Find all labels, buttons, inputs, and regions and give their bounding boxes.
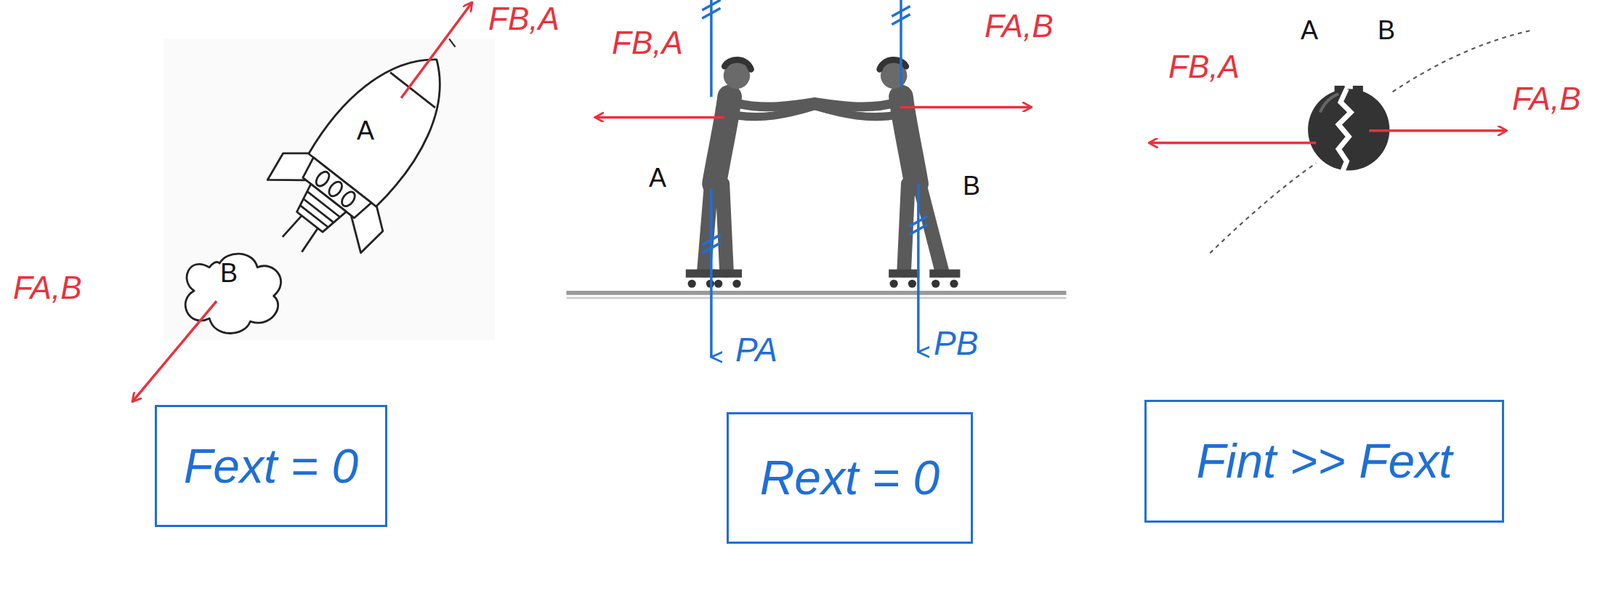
floor (566, 290, 1067, 296)
force-label: FA,B (1512, 81, 1582, 117)
skater-figure (685, 59, 815, 288)
force-label: FB,A (611, 25, 684, 61)
condition-box: Fext = 0 (154, 404, 388, 527)
condition-text: Rext = 0 (760, 451, 941, 505)
floor (566, 296, 1067, 299)
force-arrow (401, 2, 472, 99)
force-arrow (1368, 129, 1506, 133)
force-label: FB,A (488, 1, 560, 37)
force-label: FB,A (1168, 49, 1240, 85)
condition-text: Fext = 0 (183, 439, 359, 493)
skater-figure (815, 59, 960, 288)
part-label: A (648, 163, 667, 193)
condition-box: Fint >> Fext (1144, 399, 1505, 523)
force-arrow (595, 116, 725, 120)
force-arrow (132, 300, 217, 402)
condition-box: Rext = 0 (726, 411, 973, 544)
weight-normal-lines (701, 0, 928, 357)
force-arrow (900, 106, 1032, 109)
part-label: A (1300, 15, 1319, 46)
part-label: A (356, 116, 375, 146)
bomb-drawing (1307, 85, 1390, 172)
hash-mark (449, 38, 455, 47)
part-label: B (962, 171, 981, 201)
force-label: FA,B (13, 270, 83, 306)
force-label: FA,B (984, 8, 1054, 44)
part-label: B (220, 258, 238, 288)
rocket-drawing (163, 20, 495, 340)
part-label: B (1377, 15, 1396, 46)
force-arrow (1149, 141, 1316, 145)
weight-label: PB (933, 324, 979, 362)
condition-text: Fint >> Fext (1196, 434, 1452, 488)
weight-label: PA (735, 331, 778, 369)
